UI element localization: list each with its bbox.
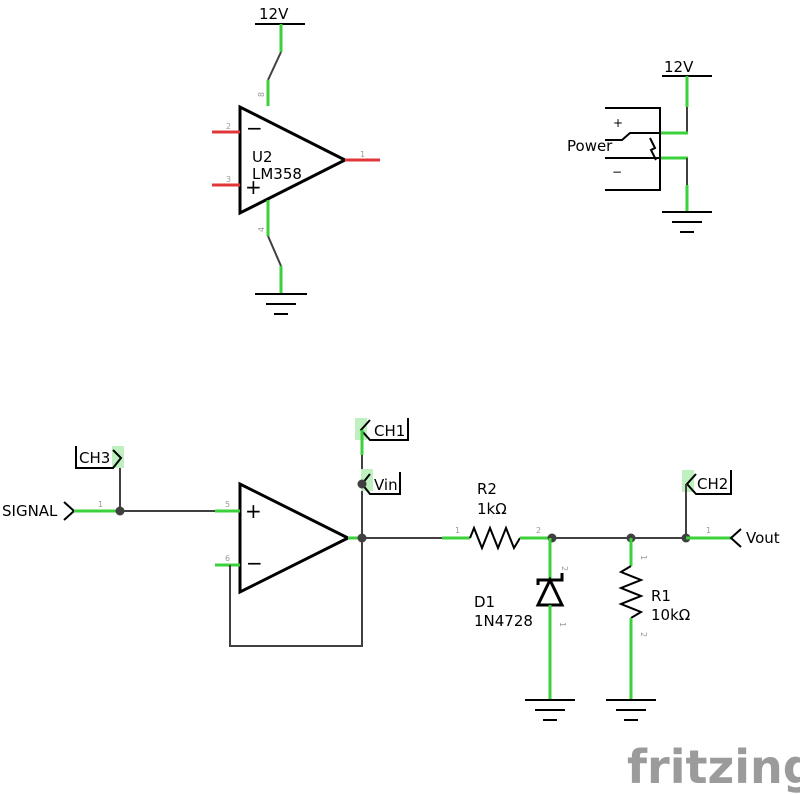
r2-zigzag bbox=[469, 525, 521, 551]
r1-pin2-number: 2 bbox=[639, 632, 648, 637]
opamp-u2-plus: + bbox=[245, 175, 262, 199]
feedback-wire bbox=[229, 538, 363, 647]
pin-4-number: 4 bbox=[257, 227, 266, 232]
ground-symbol-r1 bbox=[606, 699, 656, 721]
jack-plus-contact bbox=[605, 132, 660, 141]
r2-designator: R2 bbox=[477, 480, 497, 498]
d1-pin1-number: 1 bbox=[558, 622, 567, 627]
opamp-buffer-plus: + bbox=[245, 499, 262, 523]
ground-symbol-jack bbox=[662, 211, 712, 233]
signal-arrow-icon bbox=[63, 501, 76, 521]
pin-8-number: 8 bbox=[257, 92, 266, 97]
opamp-u2-part: LM358 bbox=[252, 165, 302, 183]
supply-right-label: 12V bbox=[664, 58, 694, 76]
pin-6-number: 6 bbox=[225, 554, 230, 563]
junction-signal bbox=[115, 506, 125, 516]
r2-value: 1kΩ bbox=[477, 500, 507, 518]
d1-pin2-number: 2 bbox=[560, 566, 569, 571]
gnd-wire-top bbox=[267, 235, 282, 267]
jack-switch-icon bbox=[649, 137, 657, 161]
ch3-flag: CH3 bbox=[75, 446, 124, 469]
vin-flag: Vin bbox=[360, 469, 401, 495]
ch1-flag-outline bbox=[359, 418, 409, 441]
ground-symbol-d1 bbox=[525, 699, 575, 721]
vout-arrow-icon bbox=[729, 528, 742, 548]
pin-5-number: 5 bbox=[225, 500, 230, 509]
opamp-buffer-minus: − bbox=[246, 551, 263, 575]
r1-zigzag bbox=[618, 565, 644, 619]
d1-triangle bbox=[535, 576, 565, 607]
r2-pin1-number: 1 bbox=[455, 526, 460, 535]
signal-label: SIGNAL bbox=[2, 502, 58, 520]
supply-top-label: 12V bbox=[259, 5, 289, 23]
jack-minus-sign: − bbox=[612, 165, 622, 179]
jack-body bbox=[605, 107, 661, 191]
resistor-r1: 1 2 R1 10kΩ bbox=[606, 538, 690, 721]
signal-pin-number: 1 bbox=[98, 500, 103, 509]
power-jack: 12V + − Power bbox=[567, 58, 712, 233]
d1-part: 1N4728 bbox=[474, 612, 533, 630]
jack-plus-sign: + bbox=[613, 116, 623, 130]
ch2-label: CH2 bbox=[697, 475, 728, 493]
ground-symbol-top bbox=[255, 293, 307, 315]
opamp-buffer-body bbox=[238, 481, 352, 595]
opamp-u2-minus: − bbox=[246, 116, 263, 140]
ch3-flag-tab bbox=[112, 446, 124, 468]
vout-label: Vout bbox=[746, 529, 780, 547]
r1-value: 10kΩ bbox=[651, 606, 690, 624]
d1-designator: D1 bbox=[474, 593, 495, 611]
vcc-wire bbox=[267, 51, 282, 81]
opamp-u2-designator: U2 bbox=[252, 148, 273, 166]
fritzing-logo: fritzing bbox=[627, 740, 800, 794]
ch1-label: CH1 bbox=[374, 422, 405, 440]
zener-d1: 2 1 D1 1N4728 bbox=[474, 538, 575, 721]
pin-2-number: 2 bbox=[226, 122, 231, 131]
opamp-buffer: + − 5 6 bbox=[215, 481, 363, 647]
junction-vin bbox=[357, 479, 367, 489]
signal-input: SIGNAL 1 bbox=[2, 468, 215, 521]
vin-label: Vin bbox=[374, 476, 398, 494]
opamp-u2: 12V 8 − + U2 LM358 2 3 1 4 bbox=[212, 5, 380, 315]
vout-port: 1 Vout bbox=[686, 526, 780, 548]
vout-pin-number: 1 bbox=[706, 526, 711, 535]
r1-pin1-number: 1 bbox=[639, 555, 648, 560]
ch2-flag: CH2 bbox=[682, 470, 732, 495]
r1-designator: R1 bbox=[651, 587, 671, 605]
ch2-flag-outline bbox=[685, 470, 732, 495]
ch3-flag-outline bbox=[75, 446, 123, 469]
pin-1-number: 1 bbox=[360, 150, 365, 159]
ch1-flag: CH1 bbox=[355, 418, 409, 441]
opamp-u2-body bbox=[238, 104, 349, 216]
resistor-r2: 1 2 R2 1kΩ bbox=[362, 480, 552, 551]
pin-3-number: 3 bbox=[226, 175, 231, 184]
r2-pin2-number: 2 bbox=[536, 526, 541, 535]
power-jack-label: Power bbox=[567, 137, 613, 155]
ch3-label: CH3 bbox=[79, 449, 110, 467]
